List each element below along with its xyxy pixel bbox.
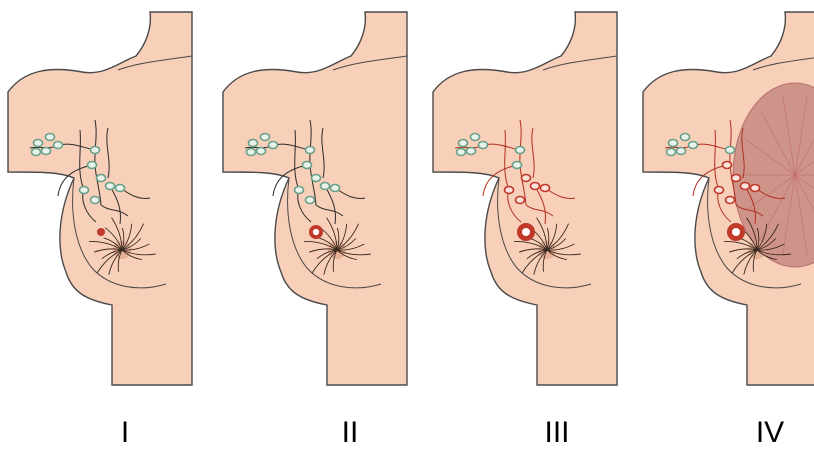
lymph-node (303, 162, 312, 169)
stage-panel-4 (643, 12, 814, 385)
stage-panel-1 (8, 12, 192, 385)
lymph-node (106, 183, 115, 190)
lymph-node (726, 147, 735, 154)
lymph-node (677, 148, 686, 155)
tumor-core (313, 229, 319, 235)
lymph-node (669, 140, 678, 147)
lymph-node (667, 149, 676, 156)
lymph-node (689, 142, 698, 149)
lymph-node (321, 183, 330, 190)
lymph-node (516, 147, 525, 154)
infected-lymph-node (522, 175, 531, 182)
stage-label-3: III (517, 418, 597, 448)
stage-panel-2 (223, 12, 407, 385)
lymph-node (295, 187, 304, 194)
stage-label-1: I (85, 418, 165, 448)
lymph-node (467, 148, 476, 155)
lymph-node (681, 134, 690, 141)
stage-label-4: IV (730, 418, 810, 448)
infected-lymph-node (505, 187, 514, 194)
lymph-node (32, 149, 41, 156)
infected-lymph-node (715, 187, 724, 194)
lymph-node (42, 148, 51, 155)
lymph-node (457, 149, 466, 156)
lymph-node (261, 134, 270, 141)
lymph-node (331, 185, 340, 192)
lymph-node (34, 140, 43, 147)
infected-lymph-node (732, 175, 741, 182)
infected-lymph-node (541, 185, 550, 192)
tumor-core (522, 228, 530, 236)
infected-lymph-node (741, 183, 750, 190)
lymph-node (306, 147, 315, 154)
stage-label-2: II (310, 418, 390, 448)
lymph-node (513, 162, 522, 169)
lymph-node (459, 140, 468, 147)
infected-lymph-node (751, 185, 760, 192)
lymph-node (306, 197, 315, 204)
infected-lymph-node (726, 197, 735, 204)
lymph-node (479, 142, 488, 149)
lymph-node (471, 134, 480, 141)
lymph-node (80, 187, 89, 194)
lymph-node (91, 147, 100, 154)
lymph-node (257, 148, 266, 155)
tumor-core (732, 228, 740, 236)
lymph-node (54, 142, 63, 149)
lymph-node (91, 197, 100, 204)
infected-lymph-node (531, 183, 540, 190)
lymph-node (46, 134, 55, 141)
lymph-node (97, 175, 106, 182)
lymph-node (88, 162, 97, 169)
infected-lymph-node (516, 197, 525, 204)
stage-panel-3 (433, 12, 617, 385)
lymph-node (116, 185, 125, 192)
lymph-node (247, 149, 256, 156)
tumor (97, 228, 105, 236)
lymph-node (249, 140, 258, 147)
lymph-node (269, 142, 278, 149)
infected-lymph-node (723, 162, 732, 169)
lymph-node (312, 175, 321, 182)
